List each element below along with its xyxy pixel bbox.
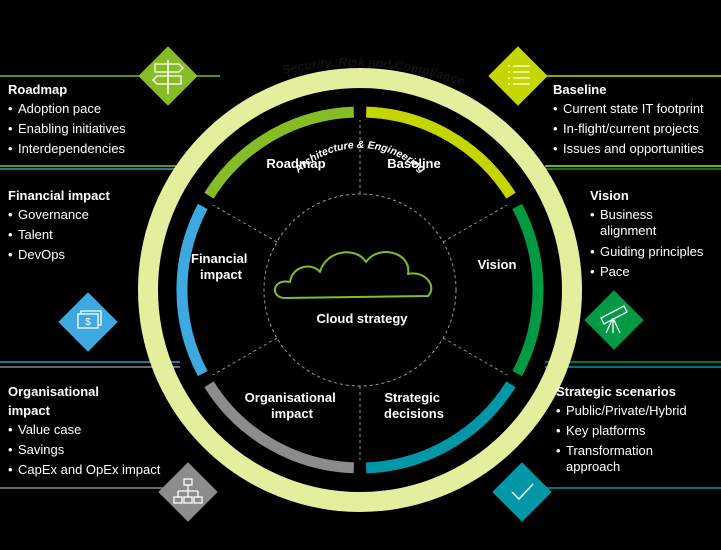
segment-label-vision: Vision [478, 257, 517, 272]
segment-dividers [212, 120, 508, 460]
strategic-panel: Strategic scenarios Public/Private/Hybri… [556, 382, 716, 478]
divider-line [442, 204, 508, 243]
financial-arc [176, 203, 208, 377]
list-item: Adoption pace [8, 99, 178, 119]
baseline-arc [366, 106, 516, 199]
roadmap-panel-title: Roadmap [8, 82, 68, 97]
inner-dashed-circle [263, 193, 457, 387]
list-item: Interdependencies [8, 139, 178, 159]
organisational-panel: Organisational impact Value case Savings… [8, 382, 178, 480]
financial-panel: Financial impact Governance Talent DevOp… [8, 186, 178, 265]
baseline-panel: Baseline Current state IT footprint In-f… [553, 80, 719, 159]
segment-label-financial: Financial impact [191, 251, 251, 282]
roadmap-arc [204, 106, 354, 199]
organisational-arc [204, 381, 354, 474]
list-item: Pace [590, 262, 718, 282]
segment-arcs [176, 106, 544, 474]
baseline-panel-title: Baseline [553, 82, 607, 97]
strategic-arc [366, 381, 516, 474]
segment-label-organisational: Organisational impact [245, 390, 340, 421]
list-item: Talent [8, 225, 178, 245]
list-item: Public/Private/Hybrid [556, 401, 716, 421]
vision-panel: Vision Business alignment Guiding princi… [590, 186, 718, 282]
cloud-icon [274, 251, 433, 299]
strategic-panel-title: Strategic scenarios [556, 384, 676, 399]
divider-line [212, 337, 278, 376]
list-item: Guiding principles [590, 242, 718, 262]
list-item: Current state IT footprint [553, 99, 719, 119]
organisational-panel-title: Organisational impact [8, 384, 100, 418]
financial-panel-title: Financial impact [8, 188, 110, 203]
list-icon [488, 46, 548, 106]
outer-ring [138, 68, 582, 512]
svg-text:$: $ [85, 317, 91, 328]
list-item: Enabling initiatives [8, 119, 178, 139]
segment-label-roadmap: Roadmap [266, 156, 325, 171]
list-item: Savings [8, 440, 178, 460]
vision-panel-title: Vision [590, 188, 629, 203]
center-label: Cloud strategy [316, 311, 408, 326]
list-item: Key platforms [556, 421, 716, 441]
list-item: Issues and opportunities [553, 139, 719, 159]
list-item: In-flight/current projects [553, 119, 719, 139]
list-item: DevOps [8, 245, 178, 265]
telescope-icon [584, 290, 644, 350]
signpost-icon [138, 46, 198, 106]
segment-label-baseline: Baseline [387, 156, 440, 171]
list-item: CapEx and OpEx impact [8, 460, 178, 480]
roadmap-panel: Roadmap Adoption pace Enabling initiativ… [8, 80, 178, 159]
divider-line [442, 337, 508, 376]
vision-arc [512, 203, 544, 377]
checkmark-icon [492, 462, 552, 522]
list-item: Governance [8, 205, 178, 225]
divider-line [212, 204, 278, 243]
segment-label-strategic: Strategic decisions [384, 390, 444, 421]
list-item: Value case [8, 420, 178, 440]
list-item: Business alignment [590, 207, 670, 239]
list-item: Transformation approach [556, 443, 676, 475]
money-icon: $ [58, 292, 118, 352]
